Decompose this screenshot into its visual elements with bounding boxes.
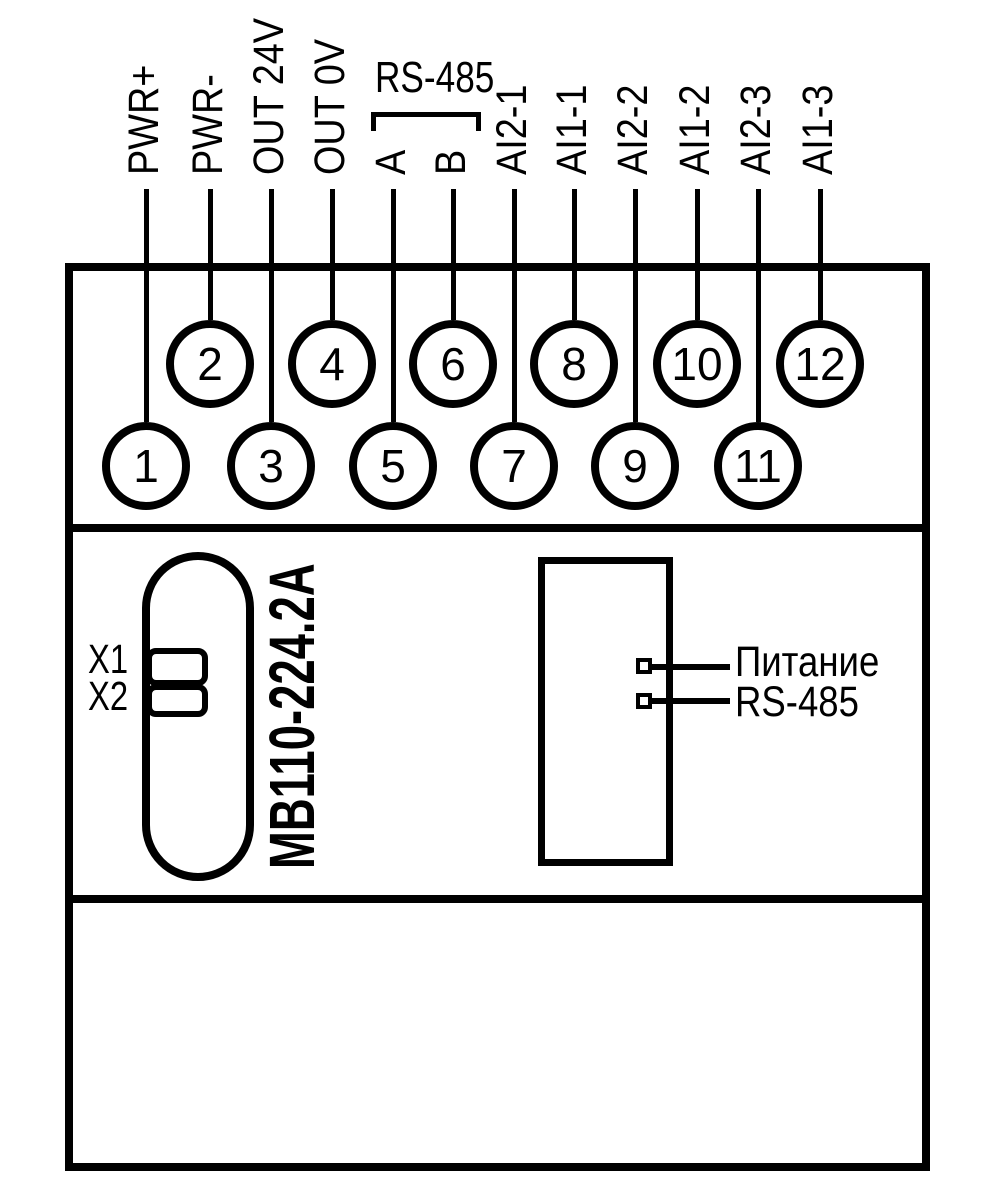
wire-terminal-1 [144, 189, 149, 422]
terminal-label-pwr-minus: PWR- [184, 74, 232, 175]
lower-body-section [65, 895, 930, 1171]
terminal-label-out-0v: OUT 0V [306, 39, 354, 176]
rs485-bracket-bar [371, 112, 481, 117]
terminal-5-number: 5 [380, 440, 406, 492]
connector-x1 [146, 648, 208, 686]
terminal-label-rs485-a: A [367, 149, 415, 175]
terminal-4: 4 [288, 320, 376, 408]
wire-terminal-3 [269, 189, 274, 422]
terminal-12: 12 [776, 320, 864, 408]
terminal-9: 9 [591, 422, 679, 510]
power-led-label: Питание [735, 638, 880, 686]
wire-terminal-7 [512, 189, 517, 422]
wire-terminal-12 [818, 189, 823, 320]
wire-terminal-10 [695, 189, 700, 320]
connector-slot-outline [142, 552, 254, 881]
terminal-1: 1 [102, 422, 190, 510]
terminal-11: 11 [714, 422, 802, 510]
terminal-label-rs485-b: B [427, 149, 475, 175]
terminal-7-number: 7 [501, 440, 527, 492]
terminal-2-number: 2 [197, 338, 223, 390]
rs485-bus-label: RS-485 [375, 53, 495, 102]
terminal-4-number: 4 [319, 338, 345, 390]
rs485-bracket-right-tick [476, 112, 481, 131]
terminal-7: 7 [470, 422, 558, 510]
terminal-label-ai1-1: AI1-1 [548, 84, 596, 175]
terminal-3-number: 3 [258, 440, 284, 492]
terminal-6: 6 [409, 320, 497, 408]
terminal-label-ai2-3: AI2-3 [732, 84, 780, 175]
terminal-label-ai2-1: AI2-1 [488, 84, 536, 175]
terminal-label-out-24v: OUT 24V [245, 17, 293, 176]
terminal-6-number: 6 [440, 338, 466, 390]
terminal-1-number: 1 [133, 440, 159, 492]
terminal-label-ai1-2: AI1-2 [671, 84, 719, 175]
terminal-8-number: 8 [561, 338, 587, 390]
rs485-led-callout-line [650, 698, 730, 704]
terminal-10-number: 10 [671, 338, 723, 390]
terminal-5: 5 [349, 422, 437, 510]
terminal-3: 3 [227, 422, 315, 510]
terminal-label-ai2-2: AI2-2 [609, 84, 657, 175]
rs485-bracket-left-tick [371, 112, 376, 131]
wire-terminal-9 [633, 189, 638, 422]
terminal-label-pwr-plus: PWR+ [120, 64, 168, 175]
terminal-2: 2 [166, 320, 254, 408]
wire-terminal-11 [756, 189, 761, 422]
terminal-8: 8 [530, 320, 618, 408]
power-led-callout-line [650, 664, 730, 670]
terminal-10: 10 [653, 320, 741, 408]
terminal-9-number: 9 [622, 440, 648, 492]
connector-x2 [146, 684, 208, 717]
wire-terminal-5 [391, 189, 396, 422]
terminal-12-number: 12 [794, 338, 846, 390]
wire-terminal-6 [451, 189, 456, 320]
terminal-11-number: 11 [734, 440, 782, 492]
rs485-led-label: RS-485 [735, 678, 859, 726]
device-model-label: МВ110-224.2А [256, 563, 328, 869]
indicator-window [538, 557, 673, 866]
wire-terminal-4 [330, 189, 335, 320]
wire-terminal-2 [208, 189, 213, 320]
connector-x2-label: X2 [88, 673, 129, 719]
wire-terminal-8 [572, 189, 577, 320]
connector-x1-label: X1 [88, 636, 129, 682]
terminal-label-ai1-3: AI1-3 [794, 84, 842, 175]
